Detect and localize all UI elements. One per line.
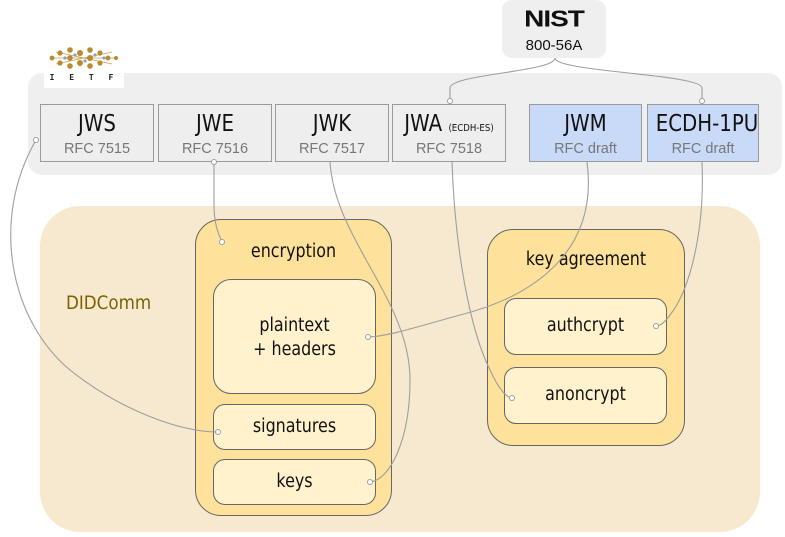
- spec-rfc: RFC 7515: [63, 141, 131, 157]
- nist-standard: 800-56A: [525, 37, 583, 54]
- wire-jwa-anoncrypt: [451, 161, 513, 399]
- wire-jws-signatures: [10, 139, 219, 433]
- spec-name: ECDH-1PU: [655, 111, 759, 137]
- spec-rfc: RFC draft: [671, 141, 735, 157]
- spec-jwm: JWM RFC draft: [529, 104, 642, 162]
- nist-box: NIST 800-56A: [502, 0, 606, 58]
- wire-jwk-keys: [329, 161, 411, 483]
- headers-label: + headers: [253, 339, 336, 360]
- wire-jwe-encryption: [213, 162, 223, 243]
- spec-name: JWS: [78, 111, 116, 137]
- wire-dot: [367, 479, 373, 485]
- spec-rfc: RFC 7516: [181, 141, 249, 157]
- wire-dot: [653, 323, 659, 329]
- spec-note: (ECDH-ES): [448, 123, 494, 134]
- wire-nist-jwa: [449, 57, 556, 104]
- spec-name: JWM: [564, 111, 607, 137]
- keys-box: keys: [213, 459, 376, 505]
- spec-jws: JWS RFC 7515: [40, 104, 154, 162]
- wire-nist-ecdh: [554, 57, 703, 104]
- nist-logo: NIST: [524, 5, 585, 32]
- wire-dot: [509, 395, 515, 401]
- didcomm-label: DIDComm: [66, 292, 152, 314]
- wire-jwm-plaintext: [367, 161, 589, 338]
- ietf-logo-icon: [49, 47, 118, 69]
- spec-name-row: JWA (ECDH-ES): [401, 111, 497, 137]
- wire-dot: [219, 239, 225, 245]
- wire-dot: [215, 429, 221, 435]
- signatures-box: signatures: [213, 404, 376, 450]
- wire-dot: [211, 159, 217, 165]
- anoncrypt-label: anoncrypt: [545, 384, 626, 405]
- ietf-logo-text: I E T F: [49, 73, 119, 82]
- wire-dot: [365, 334, 371, 340]
- ietf-logo: I E T F: [44, 44, 124, 88]
- spec-name: JWE: [196, 111, 234, 137]
- wire-dot: [33, 137, 39, 143]
- spec-ecdh-1pu: ECDH-1PU RFC draft: [647, 104, 759, 162]
- plaintext-label: plaintext: [259, 315, 330, 336]
- spec-jwe: JWE RFC 7516: [158, 104, 272, 162]
- encryption-title: encryption: [250, 241, 337, 262]
- anoncrypt-box: anoncrypt: [504, 367, 667, 424]
- spec-jwa: JWA (ECDH-ES) RFC 7518: [392, 104, 506, 162]
- wire-dot: [447, 98, 453, 104]
- spec-name: JWA: [404, 111, 443, 137]
- keys-label: keys: [276, 471, 313, 492]
- wire-ecdh-authcrypt: [655, 161, 703, 327]
- spec-name: JWK: [312, 111, 352, 137]
- spec-jwk: JWK RFC 7517: [275, 104, 389, 162]
- spec-rfc: RFC 7517: [298, 141, 366, 157]
- plaintext-headers-box: plaintext + headers: [213, 279, 376, 394]
- signatures-label: signatures: [252, 416, 337, 437]
- authcrypt-label: authcrypt: [546, 315, 625, 336]
- spec-rfc: RFC 7518: [415, 141, 483, 157]
- spec-rfc: RFC draft: [554, 141, 617, 157]
- authcrypt-box: authcrypt: [504, 298, 667, 355]
- wire-dot: [699, 98, 705, 104]
